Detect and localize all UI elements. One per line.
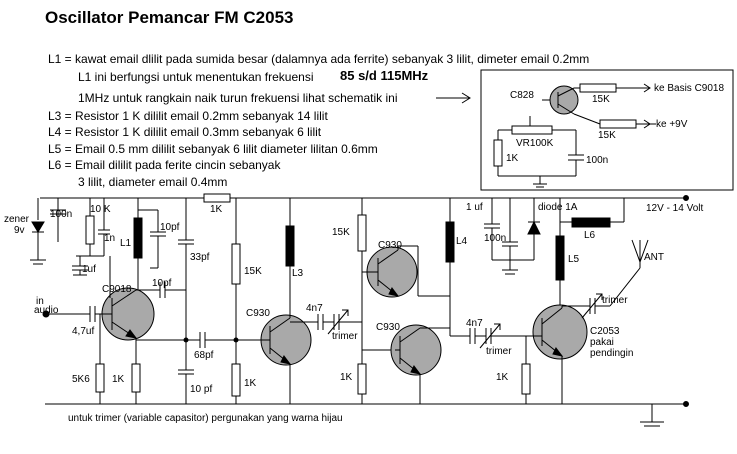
inset-circuit xyxy=(493,83,656,188)
resistor-1k-top xyxy=(203,193,231,203)
note-l1-frequency: 85 s/d 115MHz xyxy=(340,68,429,83)
label-audio: audio xyxy=(34,305,59,316)
label-1k-d: 1K xyxy=(496,372,509,383)
note-mhz: 1MHz untuk rangkain naik turun frekuensi… xyxy=(78,91,398,105)
inset-label-vr100k: VR100K xyxy=(516,138,554,149)
label-10pf-bot: 10 pf xyxy=(190,384,213,395)
label-68pf: 68pf xyxy=(194,350,214,361)
note-l1-function: L1 ini berfungsi untuk menentukan frekue… xyxy=(78,70,314,84)
label-100n-right: 100n xyxy=(484,233,507,244)
note-l5: L5 = Email 0.5 mm dililit sebanyak 6 lil… xyxy=(48,142,378,156)
resistor-10k xyxy=(85,215,95,245)
label-l3: L3 xyxy=(292,268,304,279)
label-c930-b: C930 xyxy=(378,240,402,251)
label-4n7-a: 4n7 xyxy=(306,303,323,314)
note-l3: L3 = Resistor 1 K dililit email 0.2mm se… xyxy=(48,109,328,123)
label-1k-a: 1K xyxy=(112,374,125,385)
note-l4: L4 = Resistor 1 K dililit email 0.3mm se… xyxy=(48,125,322,139)
label-1uf-left: 1uf xyxy=(82,264,96,275)
label-33pf: 33pf xyxy=(190,252,210,263)
inset-label-to-9v: ke +9V xyxy=(656,119,688,130)
label-100n-left: 100n xyxy=(50,209,73,220)
label-pakai: pakai xyxy=(590,337,614,348)
label-c2053: C2053 xyxy=(590,326,620,337)
inset-label-15k-top: 15K xyxy=(592,94,610,105)
label-l5: L5 xyxy=(568,254,580,265)
label-5k6: 5K6 xyxy=(72,374,90,385)
resistor-1k-d xyxy=(521,363,531,395)
zener-diode xyxy=(31,221,45,233)
transistor-c930-c xyxy=(390,324,442,376)
coil-l6 xyxy=(571,217,611,228)
label-4n7-b: 4n7 xyxy=(466,318,483,329)
label-1k-c: 1K xyxy=(340,372,353,383)
coil-l1 xyxy=(133,217,143,259)
c828-transistor xyxy=(549,85,579,115)
label-in: in xyxy=(36,296,44,307)
label-1n: 1n xyxy=(104,233,116,244)
inset-resistor-15k-bottom xyxy=(599,119,637,129)
resistor-1k-b xyxy=(231,363,241,397)
inset-label-to-base: ke Basis C9018 xyxy=(654,83,725,94)
note-l6-detail: 3 lilit, diameter email 0.4mm xyxy=(78,175,228,189)
note-l6: L6 = Email dililit pada ferite cincin se… xyxy=(48,158,281,172)
label-trimer-b: trimer xyxy=(602,295,628,306)
label-trimer-a: trimer xyxy=(332,331,358,342)
inset-resistor-15k-top xyxy=(579,83,617,93)
inset-label-15k-bottom: 15K xyxy=(598,130,616,141)
label-c9018: C9018 xyxy=(102,284,132,295)
note-l1: L1 = kawat email dlilit pada sumida besa… xyxy=(48,52,590,66)
coil-l4 xyxy=(445,221,455,263)
resistor-15k-b xyxy=(357,214,367,252)
diode-1a xyxy=(527,220,541,235)
label-ant: ANT xyxy=(644,252,664,263)
inset-box xyxy=(480,69,734,191)
resistor-1k-a xyxy=(131,363,141,393)
inset-resistor-1k xyxy=(493,139,503,167)
footer-note: untuk trimer (variable capasitor) pergun… xyxy=(68,413,343,424)
arrow-to-inset xyxy=(436,92,471,104)
page-title: Oscillator Pemancar FM C2053 xyxy=(45,8,294,27)
coil-l3 xyxy=(285,225,295,267)
inset-label-c828: C828 xyxy=(510,90,534,101)
label-1k-top: 1K xyxy=(210,204,223,215)
label-l4: L4 xyxy=(456,236,468,247)
label-c930-a: C930 xyxy=(246,308,270,319)
resistor-15k-divider xyxy=(231,243,241,285)
transistor-c2053 xyxy=(532,304,588,360)
label-10pf-top: 10pf xyxy=(160,222,180,233)
inset-vr100k xyxy=(511,125,553,135)
label-l6: L6 xyxy=(584,230,596,241)
coil-l5 xyxy=(555,235,565,281)
label-1k-b: 1K xyxy=(244,378,257,389)
label-4-7uf: 4,7uf xyxy=(72,326,95,337)
inset-label-100n: 100n xyxy=(586,155,609,166)
resistor-1k-c xyxy=(357,363,367,395)
label-1uf-right: 1 uf xyxy=(466,202,483,213)
label-15k-b: 15K xyxy=(332,227,350,238)
label-10k: 10 K xyxy=(90,204,111,215)
label-zener-voltage: 9v xyxy=(14,225,25,236)
label-l1: L1 xyxy=(120,238,132,249)
label-10pf-mid: 10pf xyxy=(152,278,172,289)
label-pendingin: pendingin xyxy=(590,348,634,359)
resistor-5k6 xyxy=(95,363,105,393)
label-15k-mid: 15K xyxy=(244,266,262,277)
label-zener: zener xyxy=(4,214,30,225)
label-supply: 12V - 14 Volt xyxy=(646,203,704,214)
label-trimer-c: trimer xyxy=(486,346,512,357)
label-diode: diode 1A xyxy=(538,202,578,213)
label-c930-c: C930 xyxy=(376,322,400,333)
inset-label-1k: 1K xyxy=(506,153,519,164)
